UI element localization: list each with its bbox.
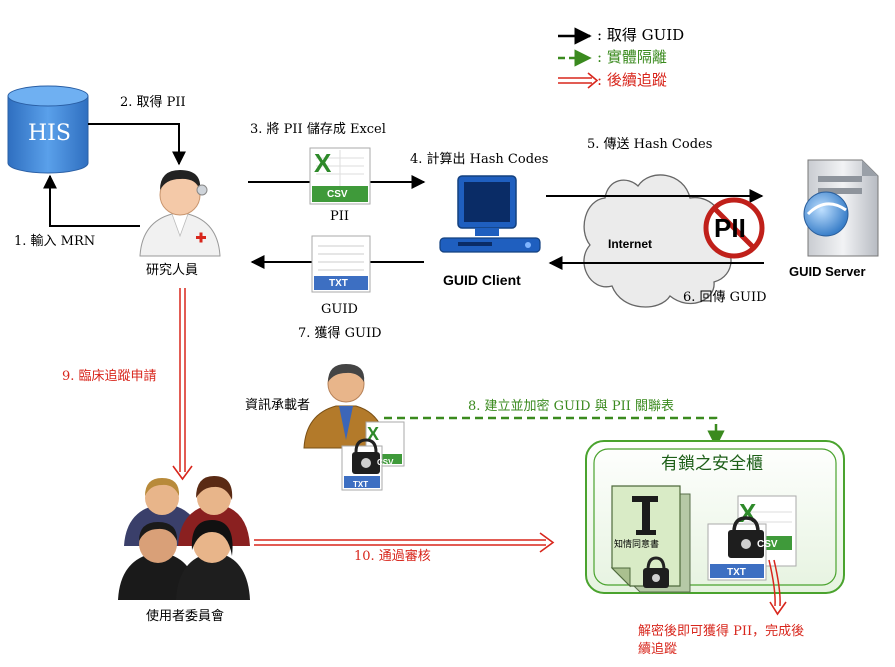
guid-caption: GUID <box>321 302 358 317</box>
txt-text: TXT <box>329 278 348 289</box>
safe-locked-files-icon: X <box>707 495 797 581</box>
csv-text: CSV <box>327 189 348 200</box>
final-note-line2: 續追蹤 <box>638 642 678 657</box>
safe-title: 有鎖之安全櫃 <box>661 454 763 474</box>
step2-label: 2. 取得 PII <box>120 95 186 110</box>
step3-label: 3. 將 PII 儲存成 Excel <box>250 122 386 137</box>
legend <box>558 27 599 89</box>
safe-txt-text: TXT <box>727 567 746 578</box>
svg-text:X: X <box>314 148 332 178</box>
pii-caption: PII <box>330 209 350 224</box>
legend-red-arrow <box>558 72 599 89</box>
no-pii-sign-icon <box>703 197 765 259</box>
step8-label: 8. 建立並加密 GUID 與 PII 關聯表 <box>468 399 674 414</box>
arrow-step1 <box>43 174 140 227</box>
arrow-step9 <box>172 288 193 481</box>
his-label: HIS <box>28 121 71 146</box>
researcher-label: 研究人員 <box>146 263 199 278</box>
guid-server-label: GUID Server <box>789 264 866 279</box>
locked-csv-text: CSV <box>377 458 394 467</box>
locked-txt-text: TXT <box>353 480 369 489</box>
legend-isolation-label: : 實體隔離 <box>597 48 667 66</box>
researcher-doctor-icon <box>139 170 221 257</box>
consent-form-icon <box>610 485 691 593</box>
committee-label: 使用者委員會 <box>146 609 225 624</box>
step1-label: 1. 輸入 MRN <box>14 234 96 249</box>
his-database-icon <box>7 85 89 174</box>
it-person-label: 資訊承載者 <box>245 398 311 413</box>
arrow-step2 <box>88 123 186 166</box>
step9-label: 9. 臨床追蹤申請 <box>62 369 157 384</box>
committee-group-icon <box>118 476 250 600</box>
guid-client-label: GUID Client <box>443 272 521 288</box>
locked-files-icon: X <box>341 421 405 491</box>
guid-client-computer-icon <box>439 175 541 253</box>
internet-label: Internet <box>608 237 653 251</box>
consent-form-label: 知情同意書 <box>614 540 660 550</box>
safe-csv-text: CSV <box>757 539 778 550</box>
txt-file-icon <box>311 235 371 293</box>
legend-follow-up-label: : 後續追蹤 <box>597 71 667 89</box>
arrow-step10 <box>254 532 555 553</box>
step4-label: 4. 計算出 Hash Codes <box>410 152 549 167</box>
step10-label: 10. 通過審核 <box>354 549 431 564</box>
pii-badge-label: PII <box>714 213 746 243</box>
csv-file-icon: X <box>309 147 371 205</box>
step5-label: 5. 傳送 Hash Codes <box>587 137 713 152</box>
final-note-line1: 解密後即可獲得 PII，完成後 <box>638 624 805 639</box>
step7-label: 7. 獲得 GUID <box>298 326 382 341</box>
legend-get-guid-label: : 取得 GUID <box>597 26 685 44</box>
step6-label: 6. 回傳 GUID <box>683 290 767 305</box>
guid-server-icon <box>803 159 879 257</box>
arrow-final <box>768 559 787 616</box>
arrow-step8 <box>384 416 725 448</box>
svg-text:X: X <box>367 424 379 444</box>
